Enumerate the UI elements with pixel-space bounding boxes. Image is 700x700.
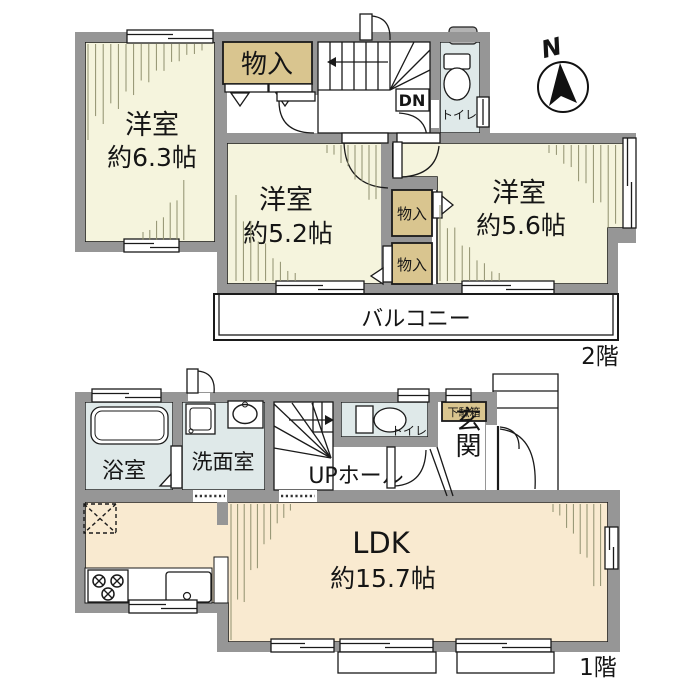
toilet1f-label: トイレ	[391, 424, 427, 438]
doorway-opening	[279, 490, 317, 502]
second-floor-label: 2階	[581, 344, 619, 370]
doorway-opening	[193, 490, 227, 502]
shoe-cabinet-label: 下駄箱	[448, 405, 481, 419]
entrance-porch	[492, 373, 559, 490]
second-floor: DN 物入 物入 物入 ト	[75, 13, 637, 370]
exterior-step	[337, 651, 437, 674]
closet-door-arrow	[229, 92, 251, 108]
first-floor: 浴室 洗面室	[75, 368, 620, 681]
bedroom3-name: 洋室	[492, 178, 546, 209]
washroom-label: 洗面室	[192, 450, 255, 474]
door-bedroom3	[392, 132, 441, 179]
kitchen-sink	[165, 571, 212, 603]
bedroom2-area: 約5.2帖	[243, 219, 333, 248]
refrigerator-space	[83, 503, 117, 534]
closet-a: 物入	[391, 189, 455, 237]
bedroom1-area: 約6.3帖	[107, 143, 197, 172]
window	[275, 280, 365, 295]
ldk-name: LDK	[352, 526, 410, 560]
window	[91, 388, 162, 403]
bedroom3-area: 約5.6帖	[476, 211, 566, 240]
closet-b: 物入	[369, 242, 433, 286]
compass-needle-icon	[549, 63, 577, 106]
entrance-label: 玄関	[451, 406, 481, 458]
toilet2f-door-opening	[431, 100, 439, 128]
window	[445, 388, 472, 403]
window	[397, 388, 430, 403]
window	[339, 638, 434, 653]
bedroom2-floor	[226, 142, 384, 285]
stair-top-window-swing	[359, 13, 391, 41]
compass: N	[537, 32, 589, 113]
closet-a-label: 物入	[397, 205, 427, 223]
window	[604, 526, 619, 570]
entrance-step-lines	[429, 446, 454, 497]
window	[123, 238, 180, 253]
north-label: N	[538, 32, 564, 64]
windows-1f	[91, 388, 619, 653]
closet-b-label: 物入	[397, 256, 427, 274]
staircase-1f	[273, 401, 334, 491]
closet-top: 物入	[222, 41, 313, 108]
balcony: バルコニー	[213, 293, 619, 341]
bathtub	[90, 406, 169, 445]
wash-basin	[227, 400, 264, 429]
kitchen-counter	[83, 503, 229, 604]
ldk-area: 約15.7帖	[330, 564, 436, 593]
bath-label: 浴室	[102, 459, 146, 484]
door-hall-bedroom1	[276, 91, 316, 134]
bedroom1-name: 洋室	[125, 110, 179, 141]
entrance-door	[486, 425, 536, 490]
staircase-2f: DN	[317, 41, 439, 141]
toilet1f-door	[386, 446, 427, 489]
windows-2f	[123, 29, 637, 295]
stove	[87, 569, 129, 603]
dn-label-box	[395, 88, 430, 112]
dn-label: DN	[399, 91, 426, 110]
toilet1f-fixture: トイレ	[355, 405, 427, 438]
toilet2f-label: トイレ	[441, 108, 477, 122]
floor-hatch-marks	[87, 44, 617, 640]
exterior-step	[456, 651, 555, 674]
stair-direction-arrow	[289, 415, 334, 425]
window	[128, 599, 198, 614]
window	[270, 638, 335, 653]
window	[622, 137, 637, 229]
back-door	[186, 368, 215, 401]
window	[455, 638, 552, 653]
first-floor-label: 1階	[579, 655, 617, 681]
stair-direction-arrow	[327, 57, 388, 67]
closet-door-arrow	[369, 266, 384, 286]
window	[126, 29, 214, 44]
bedroom1-floor	[84, 41, 216, 243]
washing-machine	[185, 403, 216, 435]
toilet2f-fixture: トイレ	[441, 53, 477, 122]
closet-door-arrow	[441, 194, 455, 216]
bedroom2-name: 洋室	[259, 185, 313, 216]
window	[461, 280, 555, 295]
balcony-label: バルコニー	[361, 307, 471, 332]
closet-top-label: 物入	[241, 50, 293, 80]
bath-folding-door	[158, 445, 183, 489]
door-bedroom2	[341, 132, 389, 189]
